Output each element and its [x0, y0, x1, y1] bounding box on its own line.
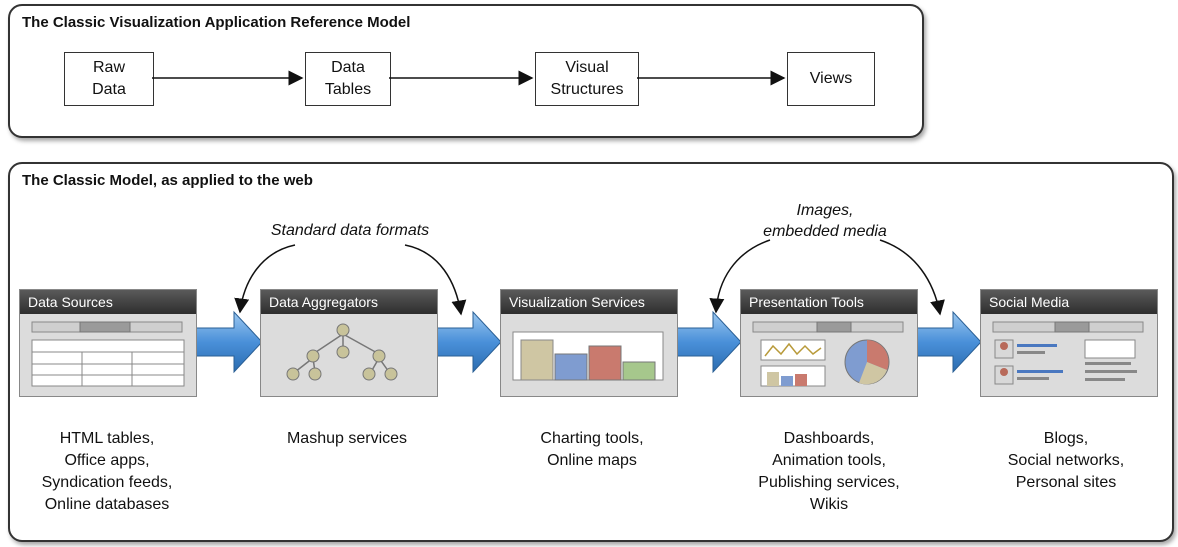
views-box: Views [787, 52, 875, 106]
caption-presentation-tools: Dashboards, Animation tools, Publishing … [729, 428, 929, 516]
caption-social-media: Blogs, Social networks, Personal sites [966, 428, 1166, 494]
visual-structures-line1: Visual [565, 59, 609, 76]
blue-arrow-2 [433, 310, 502, 374]
raw-data-line2: Data [92, 81, 126, 98]
curve-to-blue-arrow-3 [709, 239, 771, 314]
media-note-line2: embedded media [763, 223, 887, 240]
visual-structures-line2: Structures [550, 81, 624, 98]
card-presentation-tools-title: Presentation Tools [741, 290, 917, 314]
card-data-sources-title: Data Sources [20, 290, 196, 314]
caption-line: HTML tables, [59, 430, 155, 447]
card-social-media-title: Social Media [981, 290, 1157, 314]
media-note-line1: Images, [796, 202, 854, 219]
caption-line: Wikis [809, 496, 849, 513]
caption-line: Dashboards, [783, 430, 875, 447]
caption-line: Online maps [547, 452, 637, 469]
caption-line: Charting tools, [540, 430, 644, 447]
card-visualization-services-title: Visualization Services [501, 290, 677, 314]
curve-to-blue-arrow-2 [404, 244, 467, 316]
bar-chart-icon [512, 331, 664, 381]
blue-arrow-4 [913, 310, 982, 374]
social-feed-icon [992, 321, 1144, 385]
media-note: Images, embedded media [725, 200, 925, 242]
data-tables-line1: Data [331, 59, 365, 76]
caption-line: Social networks, [1007, 452, 1125, 469]
card-data-sources: Data Sources [19, 289, 197, 397]
curve-to-blue-arrow-4 [879, 239, 945, 316]
raw-data-line1: Raw [92, 59, 125, 76]
card-social-media: Social Media [980, 289, 1158, 397]
card-data-aggregators-title: Data Aggregators [261, 290, 437, 314]
caption-line: Publishing services, [758, 474, 900, 491]
tree-icon [286, 323, 398, 381]
blue-arrow-1 [194, 310, 263, 374]
caption-data-sources: HTML tables, Office apps, Syndication fe… [7, 428, 207, 516]
caption-data-aggregators: Mashup services [247, 428, 447, 450]
card-visualization-services: Visualization Services [500, 289, 678, 397]
standard-formats-note: Standard data formats [270, 222, 430, 239]
views-label: Views [809, 70, 853, 87]
caption-line: Syndication feeds, [41, 474, 173, 491]
caption-line: Animation tools, [772, 452, 886, 469]
caption-line: Office apps, [64, 452, 150, 469]
data-tables-line2: Tables [324, 81, 372, 98]
caption-line: Mashup services [286, 430, 408, 447]
caption-line: Online databases [44, 496, 170, 513]
blue-arrow-3 [673, 310, 742, 374]
caption-line: Blogs, [1043, 430, 1089, 447]
card-presentation-tools: Presentation Tools [740, 289, 918, 397]
caption-line: Personal sites [1015, 474, 1117, 491]
web-model-title: The Classic Model, as applied to the web [22, 172, 313, 189]
reference-model-title: The Classic Visualization Application Re… [22, 14, 411, 31]
curve-to-blue-arrow-1 [234, 244, 296, 314]
dashboard-icon [752, 321, 904, 387]
table-icon [31, 321, 185, 387]
caption-visualization-services: Charting tools, Online maps [492, 428, 692, 472]
card-data-aggregators: Data Aggregators [260, 289, 438, 397]
